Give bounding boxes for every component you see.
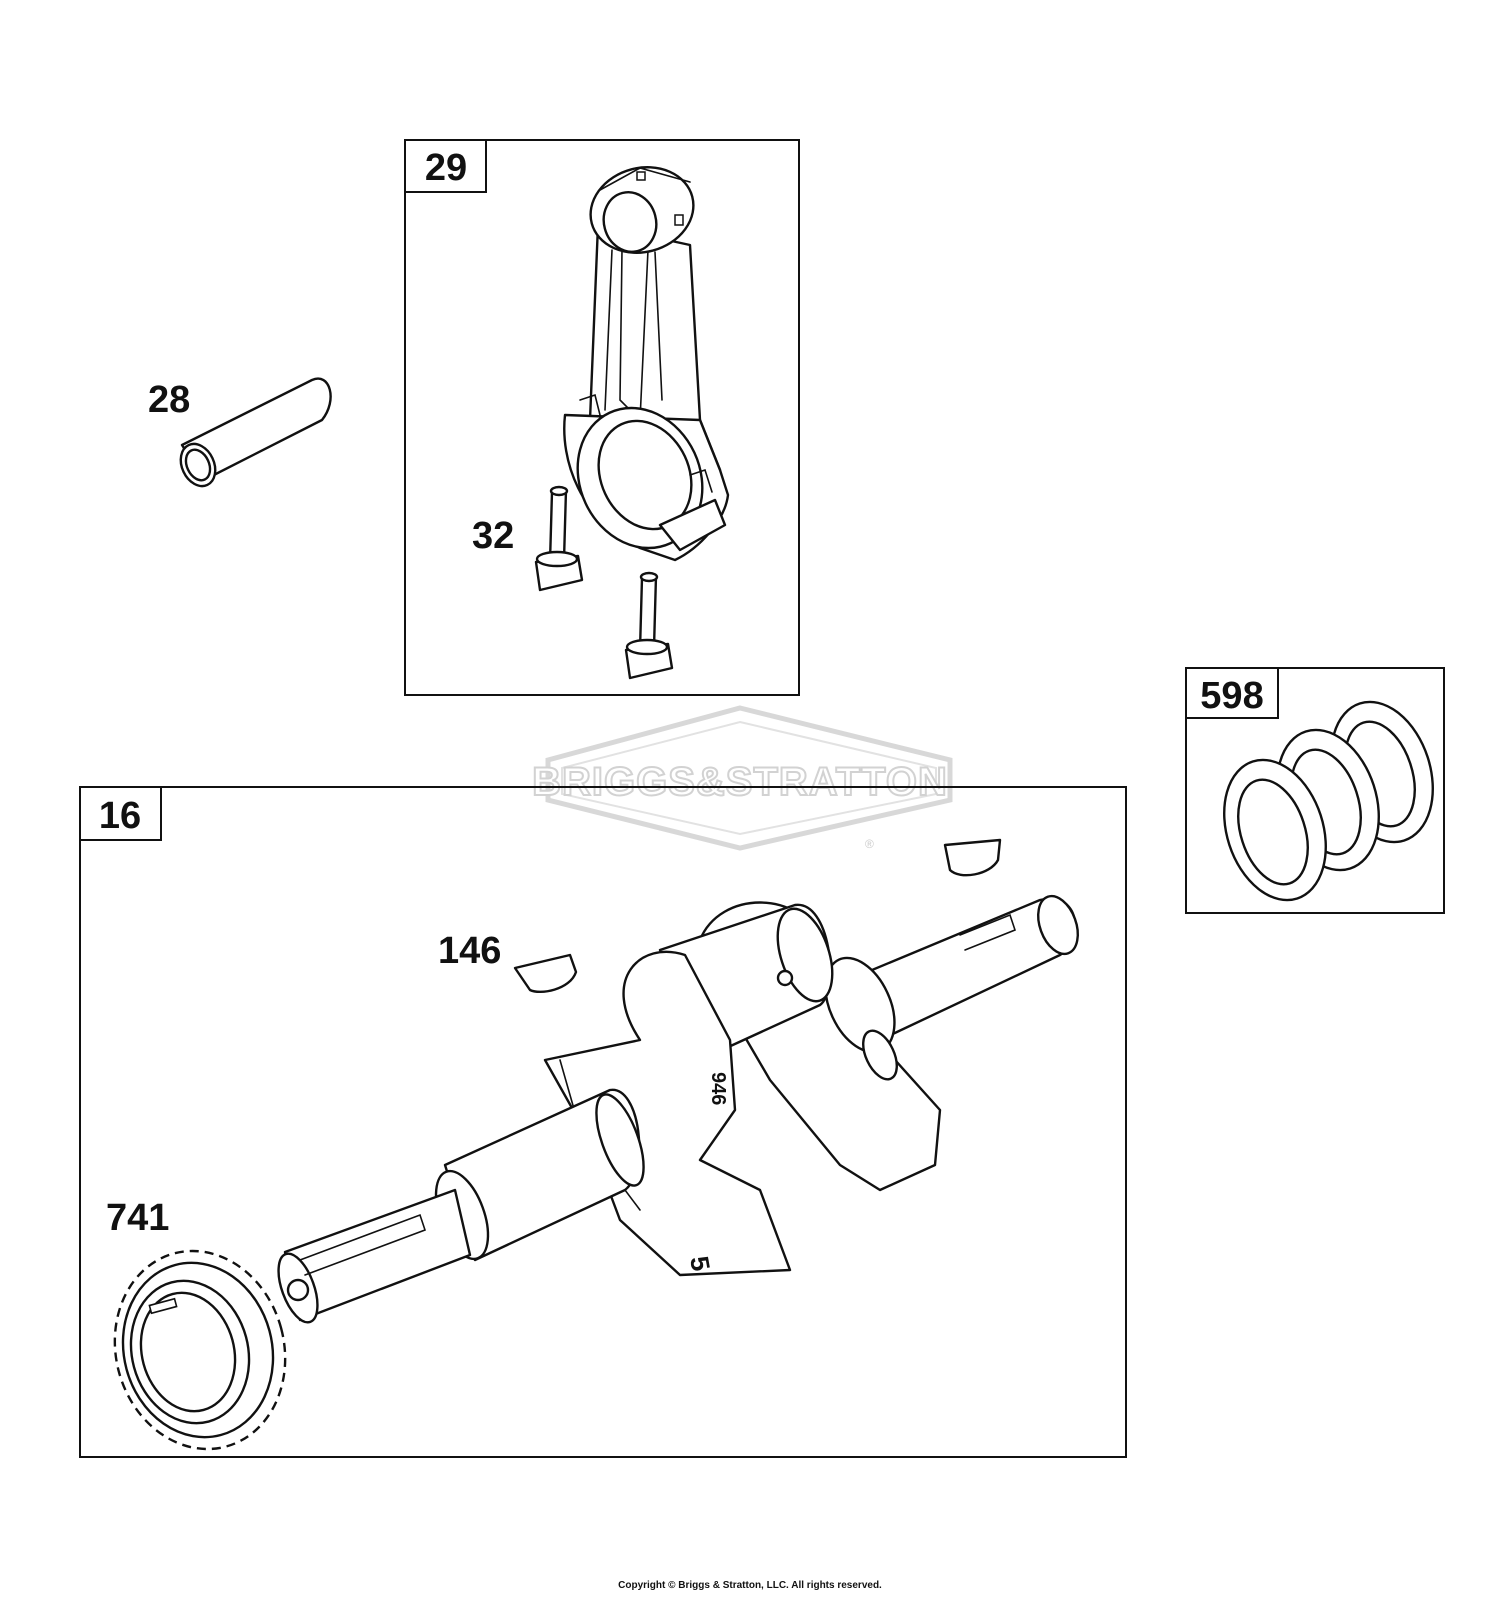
crankshaft-web-number: 946: [707, 1072, 729, 1105]
callout-timing-gear: 741: [106, 1197, 169, 1239]
thrust-washer-illustration: [1223, 700, 1434, 902]
woodruff-key-part: [513, 953, 578, 994]
crankshaft-box: 16 146: [79, 786, 1127, 1458]
callout-connecting-rod: 29: [425, 147, 467, 189]
callout-piston-pin: 28: [148, 379, 190, 421]
watermark-registered-mark: ®: [865, 837, 874, 851]
loose-key-illustration: [943, 838, 1002, 877]
callout-thrust-washers: 598: [1200, 675, 1263, 717]
callout-rod-bolt: 32: [472, 515, 514, 557]
rod-bolt-illustration: [534, 485, 674, 680]
piston-pin-part: 28: [148, 377, 332, 488]
callout-crankshaft: 16: [99, 795, 141, 837]
connecting-rod-box: 29: [404, 139, 800, 696]
briggs-stratton-watermark: BRIGGS&STRATTON ®: [531, 705, 953, 851]
callout-key: 146: [438, 930, 501, 972]
crankshaft-illustration: 946 5: [277, 894, 1079, 1324]
crankshaft-counterweight-number: 5: [684, 1254, 716, 1273]
thrust-washer-box: 598: [1185, 667, 1445, 914]
copyright-notice: Copyright © Briggs & Stratton, LLC. All …: [618, 1580, 882, 1591]
watermark-brand: BRIGGS&STRATTON: [532, 760, 948, 804]
timing-gear-part: [113, 1249, 287, 1451]
connecting-rod-illustration: [563, 166, 730, 562]
